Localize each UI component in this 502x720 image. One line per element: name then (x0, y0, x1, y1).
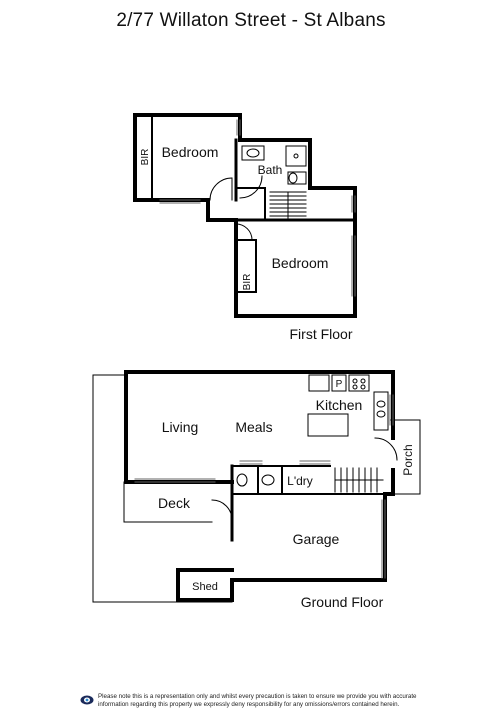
room-bedroom-2: Bedroom (272, 255, 329, 271)
room-porch: Porch (401, 444, 415, 475)
room-meals: Meals (235, 419, 272, 435)
room-shed: Shed (192, 581, 218, 593)
room-pantry: P (336, 379, 343, 390)
disclaimer-text: Please note this is a representation onl… (98, 693, 417, 708)
room-laundry: L'dry (287, 474, 313, 488)
agency-logo-icon (80, 695, 94, 705)
room-bir-1: BIR (140, 149, 151, 166)
first-floor-plan (133, 113, 357, 318)
floor-plan: Bedroom BIR Bath Bedroom BIR First Floor… (92, 113, 421, 610)
first-floor-caption: First Floor (290, 326, 353, 342)
room-living: Living (162, 419, 199, 435)
room-bedroom-1: Bedroom (162, 144, 219, 160)
ground-floor-plan (92, 370, 421, 603)
room-kitchen: Kitchen (316, 397, 363, 413)
room-garage: Garage (293, 531, 340, 547)
room-deck: Deck (158, 495, 191, 511)
plan-title: 2/77 Willaton Street - St Albans (116, 10, 386, 31)
room-bath: Bath (258, 163, 283, 177)
ground-floor-caption: Ground Floor (301, 594, 384, 610)
room-bir-2: BIR (242, 274, 253, 291)
